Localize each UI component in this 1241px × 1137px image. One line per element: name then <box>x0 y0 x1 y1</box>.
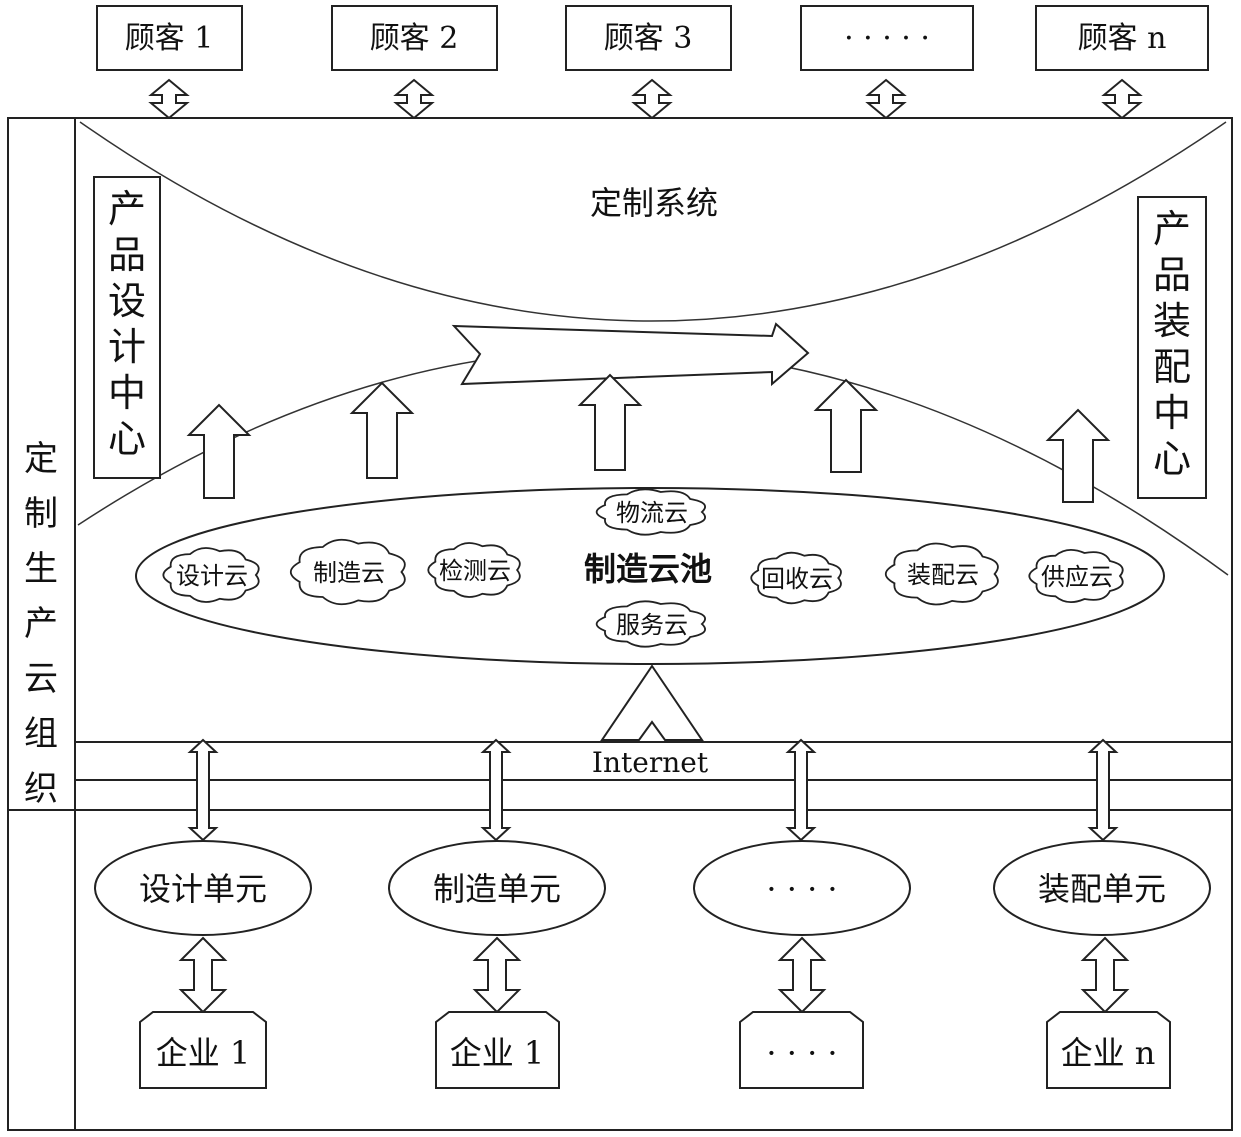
org-label-chars: 定制生产云组织 <box>24 439 58 809</box>
cloud-label-supply: 供应云 <box>1041 563 1113 591</box>
up-arrow-icon <box>1045 408 1111 503</box>
unit-design-label: 设计单元 <box>139 870 267 908</box>
double-arrow-icon <box>631 78 673 120</box>
cloud-label-inspection: 检测云 <box>439 557 511 585</box>
up-arrow-icon <box>813 378 879 473</box>
customer-row: 顾客 1 顾客 2 顾客 3 · · · · · 顾客 n <box>96 5 1209 71</box>
double-arrow-icon <box>148 78 190 120</box>
enterprise-box-n <box>1046 1011 1171 1089</box>
design-center-box <box>93 176 161 479</box>
unit-manufacture-label: 制造单元 <box>433 870 561 908</box>
assembly-center-box <box>1137 196 1207 499</box>
enterprises: 企业 1 企业 1 · · · · 企业 n <box>139 1011 1171 1089</box>
cloud-pool-ellipse <box>135 487 1165 665</box>
bus-double-arrows <box>187 738 1119 842</box>
customer-label-2: 顾客 2 <box>370 21 459 56</box>
cloud-label-logistics: 物流云 <box>616 499 688 527</box>
customer-label-3: 顾客 3 <box>604 21 693 56</box>
double-arrow-icon <box>865 78 907 120</box>
unit-assembly <box>993 840 1211 936</box>
internet-label: Internet <box>592 746 709 779</box>
enterprise-box-1 <box>139 1011 267 1089</box>
customer-box-1 <box>96 5 243 71</box>
custom-system-top-curve <box>79 121 1227 322</box>
customer-box-3 <box>565 5 732 71</box>
customer-box-ellipsis <box>800 5 974 71</box>
up-arrow-icon <box>577 373 643 471</box>
customer-arrows <box>148 78 1143 120</box>
unit-ellipsis-label: · · · · <box>766 870 837 908</box>
double-arrow-icon <box>1101 78 1143 120</box>
custom-system-label: 定制系统 <box>590 184 718 222</box>
unit-ellipsis <box>693 840 911 936</box>
double-arrow-icon <box>393 78 435 120</box>
cloud-icon <box>162 547 260 603</box>
cloud-pool-label: 制造云池 <box>584 550 712 588</box>
cloud-icon <box>289 538 406 606</box>
cloud-icon <box>750 551 842 605</box>
design-center-label: 产品设计中心 <box>108 187 146 461</box>
unit-manufacture <box>388 840 606 936</box>
unit-enterprise-arrows <box>178 936 1130 1014</box>
enterprise-label-2: 企业 1 <box>450 1034 545 1072</box>
cloud-label-recycle: 回收云 <box>761 565 833 593</box>
internet-up-arrow-icon <box>600 664 704 741</box>
units: 设计单元 制造单元 · · · · 装配单元 <box>94 840 1211 936</box>
double-arrow-icon <box>785 738 817 842</box>
enterprise-box-2 <box>435 1011 560 1089</box>
up-arrows <box>186 373 1111 503</box>
up-arrow-icon <box>349 381 415 479</box>
double-arrow-icon <box>480 738 512 842</box>
cloud-icon <box>1028 549 1124 603</box>
enterprise-label-ellipsis: · · · · <box>766 1034 837 1072</box>
design-center-text: 产品设计中心 <box>108 187 146 461</box>
customer-box-2 <box>331 5 498 71</box>
double-arrow-icon <box>1087 738 1119 842</box>
up-arrow-icon <box>186 403 252 499</box>
cloud-label-service: 服务云 <box>616 611 688 639</box>
customer-label-ellipsis: · · · · · <box>844 21 930 56</box>
enterprise-label-n: 企业 n <box>1061 1034 1156 1072</box>
internet-bus <box>8 741 1232 811</box>
assembly-center-text: 产品装配中心 <box>1153 207 1191 481</box>
cloud-icon <box>595 600 706 648</box>
assembly-center-label: 产品装配中心 <box>1153 207 1191 481</box>
enterprise-box-ellipsis <box>739 1011 864 1089</box>
cloud-icon <box>884 542 999 606</box>
customer-label-1: 顾客 1 <box>125 21 214 56</box>
cloud-label-design: 设计云 <box>176 562 248 590</box>
unit-assembly-label: 装配单元 <box>1038 870 1166 908</box>
unit-design <box>94 840 312 936</box>
cloud-label-manufacture: 制造云 <box>313 559 385 587</box>
cloud-label-assembly: 装配云 <box>907 561 979 589</box>
cloud-icon <box>595 488 706 536</box>
org-label-text: 定制生产云组织 <box>24 439 58 809</box>
enterprise-label-1: 企业 1 <box>156 1034 251 1072</box>
flow-right-arrow-icon <box>451 322 810 387</box>
cloud-icon <box>427 542 521 598</box>
customer-label-n: 顾客 n <box>1078 21 1167 56</box>
customer-box-n <box>1035 5 1209 71</box>
